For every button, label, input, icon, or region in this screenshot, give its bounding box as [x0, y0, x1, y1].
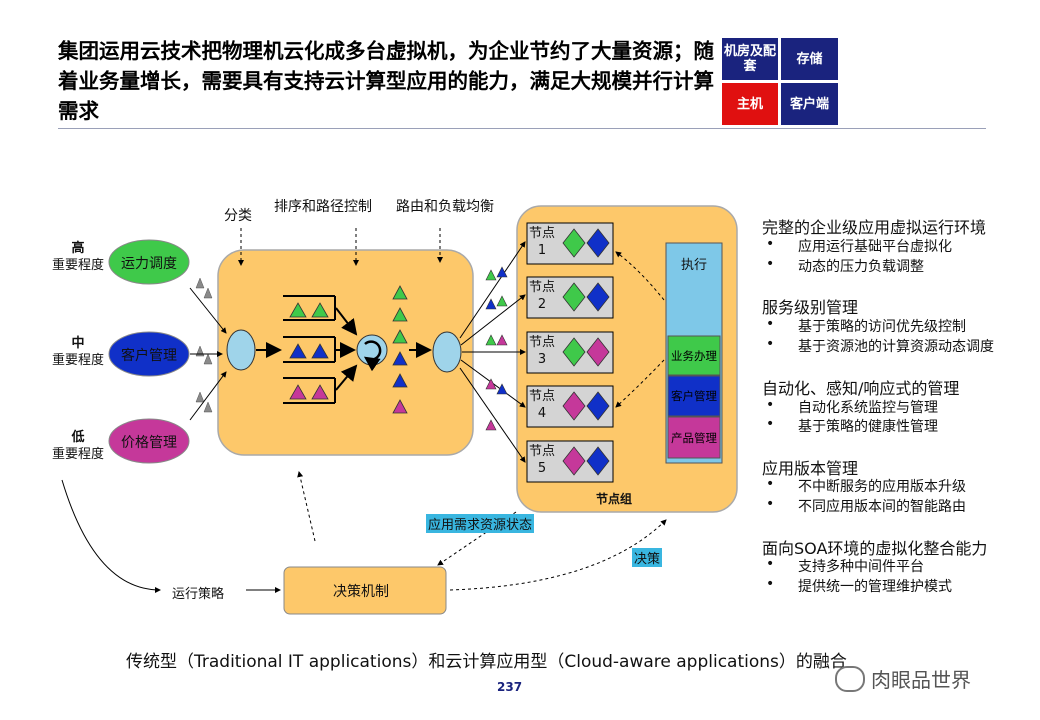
decision-mechanism-label: 决策机制 — [333, 584, 389, 600]
feature-item: 应用运行基础平台虚拟化 — [766, 236, 952, 256]
app-ellipse-low — [108, 418, 190, 464]
page-title: 集团运用云技术把物理机云化成多台虚拟机，为企业节约了大量资源；随着业务量增长，需… — [58, 39, 714, 123]
decision-label: 决策 — [632, 548, 663, 567]
feature-heading-3: 自动化、感知/响应式的管理 — [762, 379, 960, 398]
feature-item: 自动化系统监控与管理 — [766, 397, 938, 417]
service-product: 产品管理 — [671, 431, 717, 445]
tag-client: 客户端 — [781, 83, 838, 125]
service-business: 业务办理 — [671, 349, 717, 363]
feature-item: 基于资源池的计算资源动态调度 — [766, 336, 994, 356]
feature-heading-1: 完整的企业级应用虚拟运行环境 — [762, 218, 987, 237]
app-label-customer: 客户管理 — [121, 348, 177, 364]
priority-mid: 中重要程度 — [51, 336, 104, 368]
feature-item: 基于策略的健康性管理 — [766, 416, 938, 436]
node-group-label: 节点组 — [596, 492, 633, 506]
watermark: 肉眼品世界 — [835, 664, 971, 693]
feature-heading-5: 面向SOA环境的虚拟化整合能力 — [762, 539, 988, 558]
feature-heading-4: 应用版本管理 — [762, 459, 859, 478]
page-number: 237 — [497, 680, 523, 694]
service-customer: 客户管理 — [671, 389, 717, 403]
feature-heading-2: 服务级别管理 — [762, 298, 859, 317]
router — [432, 331, 462, 373]
priority-high: 高重要程度 — [51, 241, 104, 273]
tag-datacenter: 机房及配套 — [722, 38, 778, 80]
feature-item: 不同应用版本间的智能路由 — [766, 496, 966, 516]
wechat-icon — [835, 665, 865, 692]
classifier — [226, 329, 256, 371]
tag-host: 主机 — [722, 83, 778, 125]
diagram-caption: 传统型（Traditional IT applications）和云计算应用型（… — [126, 652, 847, 672]
title-divider — [58, 128, 986, 129]
run-strategy-label: 运行策略 — [172, 587, 225, 602]
label-sort: 排序和路径控制 — [274, 199, 372, 215]
app-label-dispatch: 运力调度 — [121, 256, 177, 272]
feature-item: 不中断服务的应用版本升级 — [766, 476, 966, 496]
label-classify: 分类 — [224, 208, 252, 224]
execute-label: 执行 — [681, 258, 708, 273]
resource-state-label: 应用需求资源状态 — [426, 514, 535, 533]
feature-item: 基于策略的访问优先级控制 — [766, 316, 966, 336]
app-ellipse-high — [108, 239, 190, 285]
app-label-pricing: 价格管理 — [121, 435, 177, 451]
feature-item: 提供统一的管理维护模式 — [766, 576, 952, 596]
app-ellipse-mid — [108, 331, 190, 377]
tag-storage: 存储 — [781, 38, 838, 80]
feature-item: 动态的压力负载调整 — [766, 256, 924, 276]
label-route: 路由和负载均衡 — [396, 199, 494, 215]
decision-box — [283, 566, 447, 615]
feature-item: 支持多种中间件平台 — [766, 556, 924, 576]
priority-low: 低重要程度 — [51, 430, 104, 462]
